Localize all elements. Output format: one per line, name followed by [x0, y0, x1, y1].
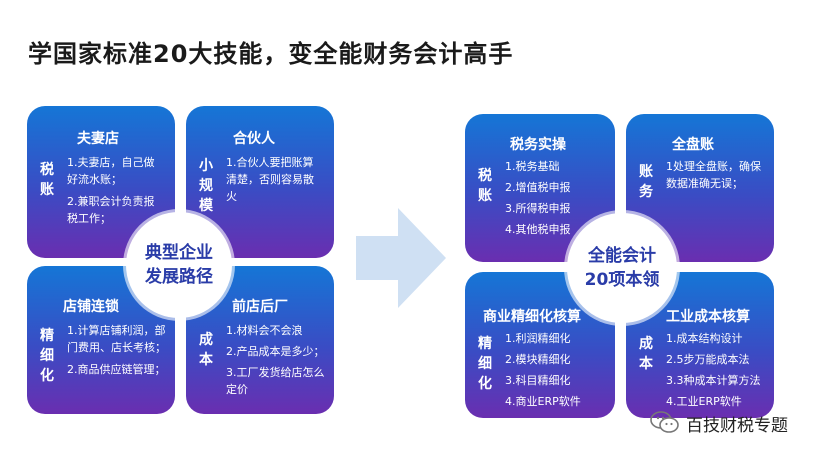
wechat-icon: [650, 411, 679, 433]
card-items: 1.材料会不会浪 2.产品成本是多少； 3.工厂发货给店怎么定价: [226, 322, 326, 402]
list-item: 3.工厂发货给店怎么定价: [226, 366, 325, 396]
card-fuqidian: 夫妻店 税账 1.夫妻店，自己做好流水账； 2.兼职会计负责报税工作；: [27, 106, 175, 258]
card-items: 1.夫妻店，自己做好流水账； 2.兼职会计负责报税工作；: [67, 154, 163, 232]
card-items: 1处理全盘账，确保数据准确无误；: [666, 158, 766, 197]
list-item: 1.夫妻店，自己做好流水账；: [67, 156, 155, 186]
card-side-label: 精细化: [478, 336, 492, 392]
card-title: 前店后厂: [232, 299, 288, 315]
card-title: 商业精细化核算: [483, 309, 581, 325]
card-items: 1.税务基础 2.增值税申报 3.所得税申报 4.其他税申报: [505, 158, 609, 242]
card-items: 1.合伙人要把账算清楚，否则容易散火: [226, 154, 324, 210]
page-title: 学国家标准20大技能，变全能财务会计高手: [28, 40, 514, 68]
card-side-label: 成本: [639, 336, 653, 372]
card-title: 店铺连锁: [63, 299, 119, 315]
list-item: 2.商品供应链管理；: [67, 363, 166, 376]
list-item: 2.5步万能成本法: [666, 353, 750, 366]
list-item: 2.兼职会计负责报税工作；: [67, 195, 155, 225]
list-item: 2.增值税申报: [505, 181, 571, 194]
card-title: 全盘账: [672, 137, 714, 153]
list-item: 1.计算店铺利润，部门费用、店长考核；: [67, 324, 166, 354]
card-side-label: 税账: [40, 162, 54, 198]
center-circle-path: 典型企业 发展路径: [126, 212, 232, 318]
card-gongye-chengben: 工业成本核算 成本 1.成本结构设计 2.5步万能成本法 3.3种成本计算方法 …: [626, 272, 774, 418]
list-item: 1.税务基础: [505, 160, 560, 173]
list-item: 3.3种成本计算方法: [666, 374, 761, 387]
center-line: 发展路径: [145, 267, 213, 287]
card-items: 1.利润精细化 2.模块精细化 3.科目精细化 4.商业ERP软件: [505, 330, 609, 414]
list-item: 3.所得税申报: [505, 202, 571, 215]
list-item: 1.成本结构设计: [666, 332, 743, 345]
list-item: 4.其他税申报: [505, 223, 571, 236]
card-title: 税务实操: [510, 137, 566, 153]
card-items: 1.计算店铺利润，部门费用、店长考核； 2.商品供应链管理；: [67, 322, 167, 383]
arrow-right-icon: [356, 208, 446, 308]
list-item: 1.材料会不会浪: [226, 324, 303, 337]
card-side-label: 精细化: [40, 328, 54, 384]
card-items: 1.成本结构设计 2.5步万能成本法 3.3种成本计算方法 4.工业ERP软件: [666, 330, 770, 414]
list-item: 4.商业ERP软件: [505, 395, 581, 408]
list-item: 2.产品成本是多少；: [226, 345, 325, 358]
card-side-label: 成本: [199, 332, 213, 368]
card-side-label: 账务: [639, 164, 653, 200]
list-item: 3.科目精细化: [505, 374, 571, 387]
watermark: 百技财税专题: [650, 410, 788, 436]
watermark-text: 百技财税专题: [686, 415, 788, 436]
list-item: 1.合伙人要把账算清楚，否则容易散火: [226, 156, 314, 203]
list-item: 1.利润精细化: [505, 332, 571, 345]
card-title: 合伙人: [233, 131, 275, 147]
list-item: 2.模块精细化: [505, 353, 571, 366]
card-side-label: 税账: [478, 168, 492, 204]
center-circle-skills: 全能会计 20项本领: [567, 213, 677, 323]
card-title: 夫妻店: [77, 131, 119, 147]
center-line: 全能会计: [588, 246, 656, 266]
card-title: 工业成本核算: [666, 309, 750, 325]
list-item: 4.工业ERP软件: [666, 395, 742, 408]
center-line: 典型企业: [145, 243, 213, 263]
card-shangye-jingxihua: 商业精细化核算 精细化 1.利润精细化 2.模块精细化 3.科目精细化 4.商业…: [465, 272, 615, 418]
list-item: 1处理全盘账，确保数据准确无误；: [666, 160, 761, 190]
center-line: 20项本领: [584, 270, 660, 290]
card-side-label: 小规模: [199, 158, 213, 214]
